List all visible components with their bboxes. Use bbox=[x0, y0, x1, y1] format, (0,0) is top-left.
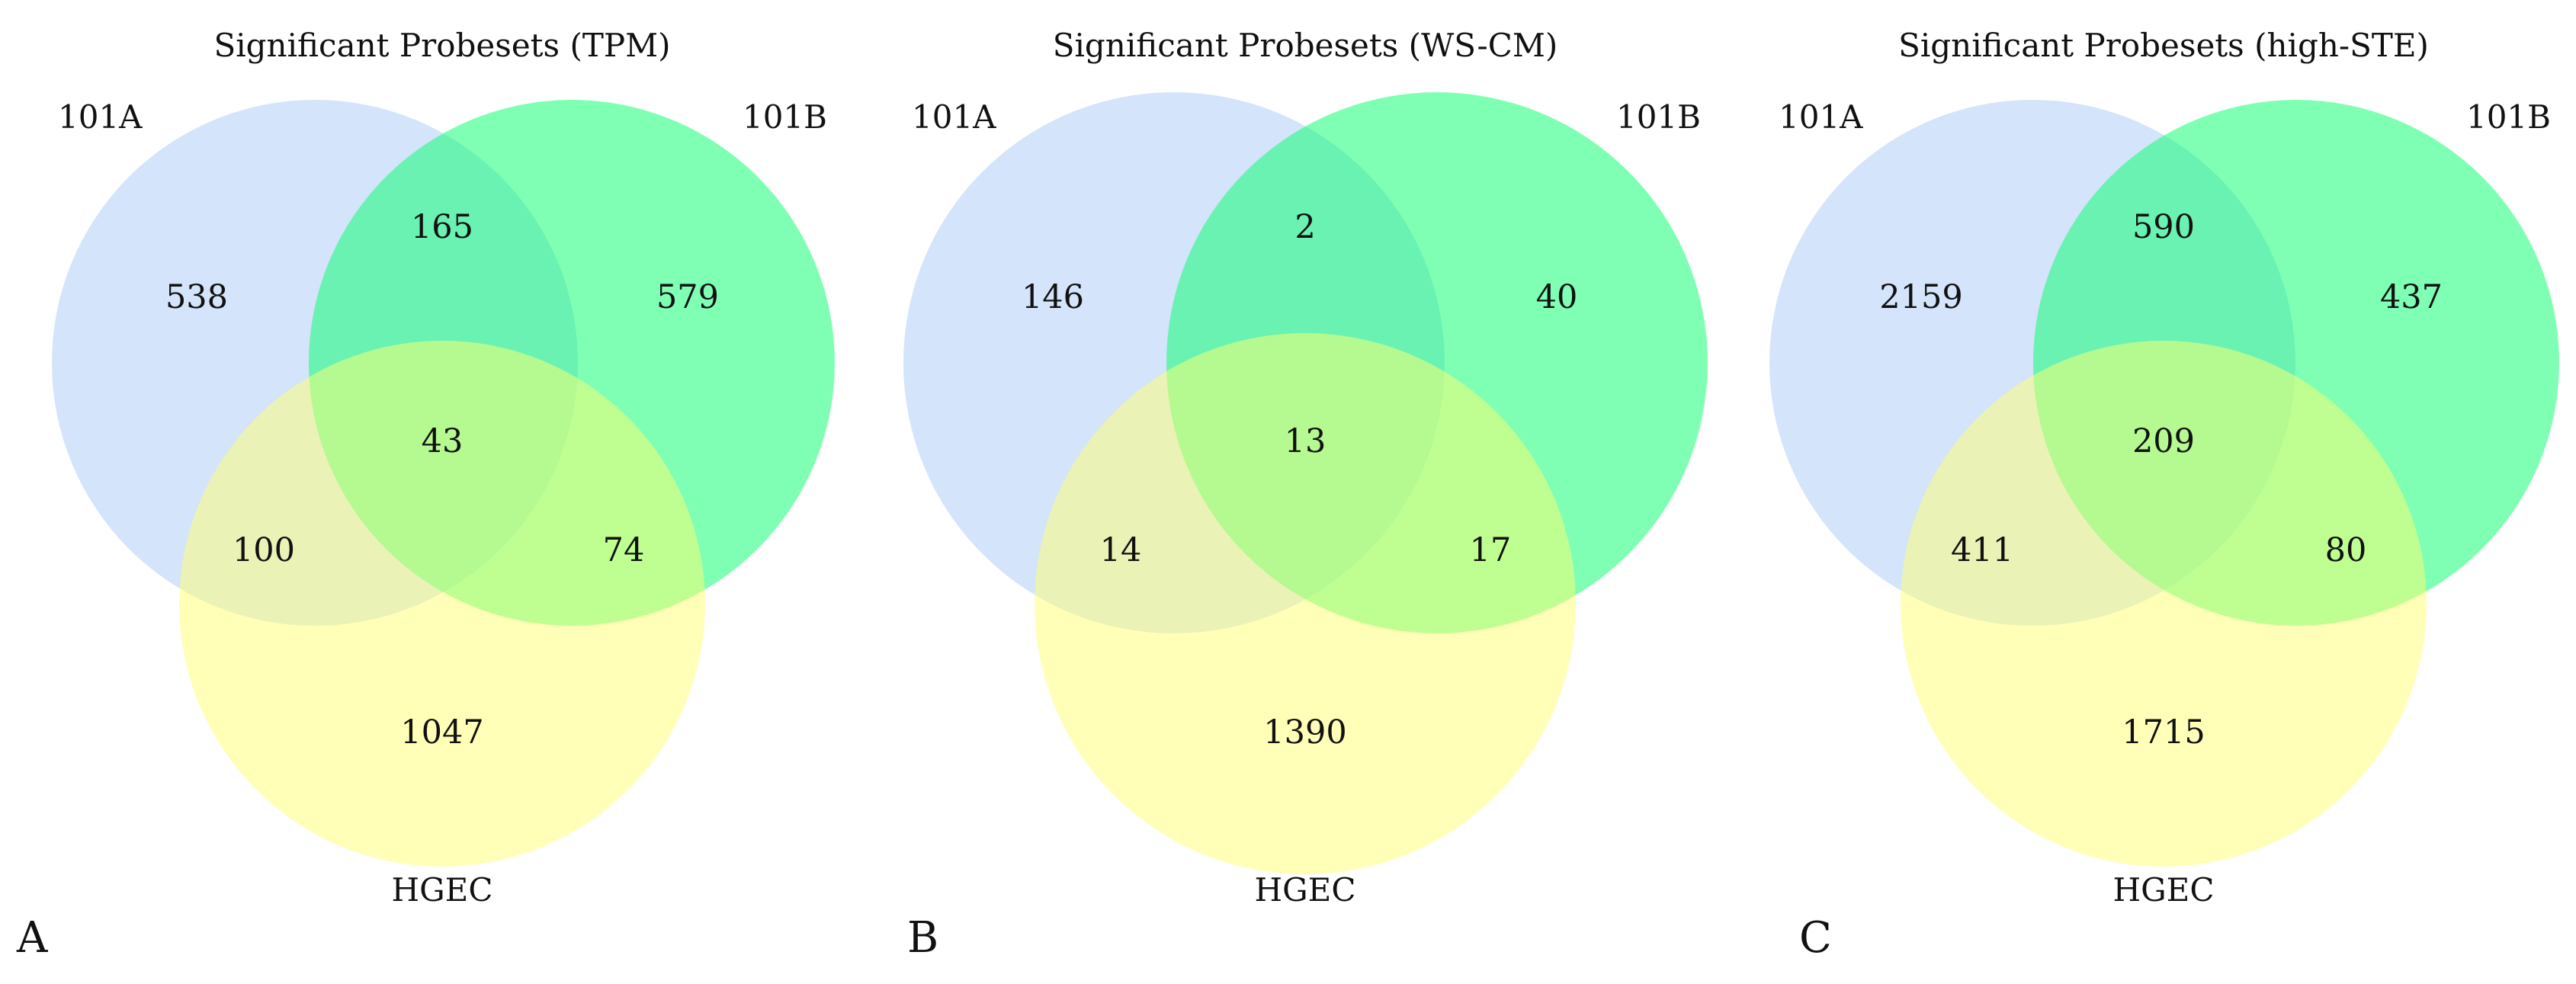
set-circle-hgec bbox=[1035, 333, 1576, 874]
set-label-101b: 101B bbox=[1616, 98, 1701, 136]
set-circle-hgec bbox=[1901, 341, 2427, 867]
set-label-101b: 101B bbox=[743, 98, 827, 136]
count-101a-hgec: 14 bbox=[1100, 531, 1142, 569]
count-all-three: 13 bbox=[1285, 422, 1326, 460]
set-label-hgec: HGEC bbox=[2113, 871, 2215, 909]
count-only-hgec: 1715 bbox=[2122, 713, 2205, 752]
count-only-101a: 2159 bbox=[1879, 278, 1962, 316]
count-101a-101b: 590 bbox=[2132, 208, 2195, 246]
count-all-three: 209 bbox=[2132, 422, 2195, 460]
panel-title: Significant Probesets (TPM) bbox=[213, 27, 670, 64]
count-all-three: 43 bbox=[422, 422, 464, 460]
set-label-hgec: HGEC bbox=[392, 871, 493, 909]
set-label-101a: 101A bbox=[58, 98, 143, 136]
count-101a-hgec: 100 bbox=[233, 531, 295, 569]
count-only-101a: 538 bbox=[165, 278, 228, 316]
count-101b-hgec: 17 bbox=[1470, 531, 1512, 569]
panel-letter: C bbox=[1799, 913, 1832, 963]
count-101a-hgec: 411 bbox=[1951, 531, 2013, 569]
count-only-101b: 437 bbox=[2380, 278, 2443, 316]
count-101a-101b: 165 bbox=[411, 208, 473, 246]
venn-panel-a: Significant Probesets (TPM) 101A 101B HG… bbox=[16, 27, 835, 963]
count-only-hgec: 1390 bbox=[1263, 713, 1346, 752]
set-label-hgec: HGEC bbox=[1255, 871, 1356, 909]
venn-panel-b: Significant Probesets (WS-CM) 101A 101B … bbox=[903, 27, 1708, 963]
count-only-hgec: 1047 bbox=[400, 713, 483, 752]
panel-letter: B bbox=[907, 913, 938, 963]
count-only-101b: 40 bbox=[1536, 278, 1578, 316]
set-label-101a: 101A bbox=[1779, 98, 1863, 136]
count-101b-hgec: 80 bbox=[2325, 531, 2367, 569]
count-only-101a: 146 bbox=[1022, 278, 1084, 316]
panel-title: Significant Probesets (WS-CM) bbox=[1053, 27, 1558, 64]
count-101b-hgec: 74 bbox=[603, 531, 645, 569]
set-label-101b: 101B bbox=[2466, 98, 2551, 136]
set-label-101a: 101A bbox=[912, 98, 996, 136]
panel-title: Significant Probesets (high-STE) bbox=[1898, 27, 2429, 64]
panel-letter: A bbox=[16, 913, 48, 963]
set-circle-hgec bbox=[179, 341, 705, 867]
count-only-101b: 579 bbox=[656, 278, 719, 316]
count-101a-101b: 2 bbox=[1294, 208, 1315, 246]
venn-panel-c: Significant Probesets (high-STE) 101A 10… bbox=[1769, 27, 2559, 963]
